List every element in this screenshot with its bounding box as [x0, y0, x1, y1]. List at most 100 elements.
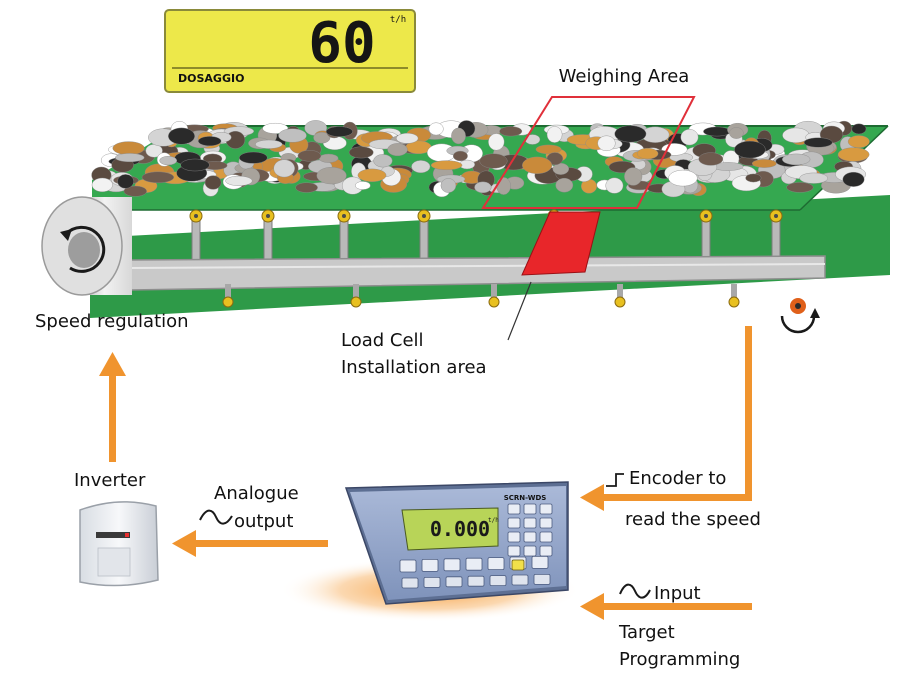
input-label: Input	[654, 583, 701, 604]
analogue-output-label-line2: output	[234, 511, 293, 532]
dosage-value: 60	[308, 11, 375, 76]
pebble	[117, 174, 134, 189]
keypad-key	[539, 517, 553, 529]
function-key	[443, 558, 461, 572]
pebble	[430, 160, 463, 170]
pebble	[159, 156, 177, 166]
pebble	[387, 143, 408, 157]
pebble	[474, 181, 492, 194]
pebble	[535, 144, 562, 155]
pebble	[734, 140, 766, 159]
analogue-output-label-line1: Analogue	[214, 483, 299, 504]
indicator-lcd	[401, 507, 499, 551]
pebble	[837, 147, 870, 162]
function-key	[489, 575, 507, 586]
function-key	[465, 557, 483, 571]
pebble	[180, 158, 210, 172]
analogue-wave-icon	[199, 509, 233, 525]
pebble	[428, 122, 444, 136]
pebble	[348, 146, 374, 159]
pebble	[316, 167, 347, 185]
keypad-key	[539, 531, 553, 543]
function-key	[511, 574, 529, 586]
weighing-area-label: Weighing Area	[559, 66, 690, 87]
material-pile	[91, 120, 870, 221]
function-key	[467, 575, 485, 587]
encoder-pulse-icon	[606, 473, 624, 487]
pebble	[297, 150, 322, 162]
frame-bolts	[222, 284, 740, 308]
pebble	[624, 167, 643, 186]
pebble	[851, 123, 867, 135]
pebble	[752, 159, 777, 168]
load-cell-pointer	[507, 281, 532, 341]
keypad-key	[539, 503, 553, 515]
keypad-key	[539, 545, 553, 557]
pebble	[141, 171, 174, 184]
pebble	[168, 127, 195, 145]
pebble	[605, 177, 624, 194]
pebble	[636, 148, 659, 160]
pebble	[411, 160, 431, 174]
pebble	[204, 175, 222, 190]
arrow-indicator-to-inverter	[172, 530, 328, 557]
indicator-brand: SCRN-WDS	[504, 494, 547, 502]
function-key	[445, 576, 463, 588]
pebble	[847, 135, 870, 148]
function-key	[399, 559, 417, 573]
pebble	[112, 141, 145, 155]
function-key	[533, 574, 551, 585]
pebble	[318, 153, 339, 163]
pebble	[325, 126, 353, 137]
pebble	[842, 171, 865, 187]
pebble	[729, 127, 744, 139]
function-key	[421, 559, 439, 572]
rotation-arrow-icon	[64, 225, 106, 273]
arrow-encoder-to-indicator	[580, 326, 752, 511]
keypad-key	[523, 545, 537, 557]
drive-drum	[41, 196, 132, 296]
pebble	[123, 185, 147, 197]
pebble	[354, 181, 371, 190]
speed-regulation-label: Speed regulation	[35, 311, 189, 332]
pebble	[273, 159, 295, 178]
pebble	[703, 126, 731, 137]
pebble	[597, 135, 616, 152]
pebble	[745, 173, 762, 183]
pebble	[668, 169, 698, 187]
frame-bolt	[614, 296, 626, 308]
function-key	[531, 556, 549, 569]
pebble	[546, 126, 563, 143]
pebble	[496, 177, 511, 195]
encoder-rotation-icon	[780, 315, 816, 334]
pebble	[373, 154, 393, 168]
pebble	[114, 153, 145, 163]
pebble	[499, 126, 523, 137]
pebble	[522, 156, 553, 174]
pebble	[91, 177, 113, 193]
encoder-label-line2: read the speed	[625, 509, 761, 530]
encoder-label-line1: Encoder to	[629, 468, 726, 489]
function-key	[401, 577, 419, 589]
idler-rollers	[189, 209, 783, 267]
load-cell	[521, 211, 601, 276]
pebble	[552, 162, 569, 175]
keypad-key	[507, 531, 521, 543]
indicator-unit: t/h	[488, 517, 499, 524]
target-label-line2: Programming	[619, 649, 740, 670]
keypad-key	[523, 517, 537, 529]
pebble	[782, 153, 811, 166]
pebble	[803, 137, 833, 148]
pebble	[479, 153, 508, 169]
inverter-label: Inverter	[74, 470, 146, 491]
arrow-input-to-indicator	[580, 593, 752, 620]
inverter-unit	[79, 501, 159, 587]
frame-bolt	[222, 296, 234, 308]
weighing-indicator: SCRN-WDS 0.000 t/h	[344, 481, 569, 605]
keypad-key	[511, 559, 525, 571]
load-cell-label-line1: Load Cell	[341, 330, 424, 351]
keypad-key	[507, 503, 521, 515]
pebble	[555, 177, 574, 193]
frame-bolt	[488, 296, 500, 308]
